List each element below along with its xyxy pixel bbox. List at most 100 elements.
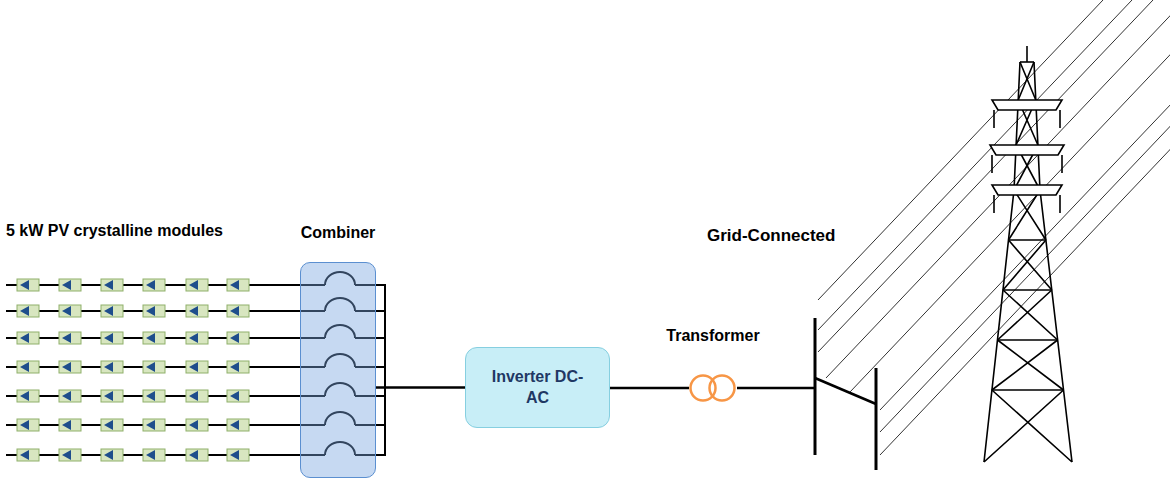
transmission-lines bbox=[818, 0, 1170, 455]
pv-module bbox=[17, 279, 39, 291]
diode-arrow bbox=[20, 280, 29, 290]
pv-module bbox=[227, 305, 249, 317]
pv-module bbox=[59, 279, 81, 291]
diode-arrow bbox=[189, 306, 198, 316]
pv-module bbox=[143, 361, 165, 373]
diode-arrow bbox=[62, 450, 71, 460]
diode-arrow bbox=[230, 391, 239, 401]
pv-module bbox=[227, 449, 249, 461]
diode-arrow bbox=[146, 420, 155, 430]
pv-module bbox=[186, 449, 208, 461]
power-wire bbox=[610, 387, 689, 390]
diode-arrow bbox=[189, 333, 198, 343]
caption-label: 5 kW PV crystalline modules bbox=[6, 222, 223, 240]
diode-arrow bbox=[146, 280, 155, 290]
pv-module bbox=[59, 419, 81, 431]
pv-module bbox=[143, 449, 165, 461]
pv-module bbox=[143, 279, 165, 291]
pv-module bbox=[186, 390, 208, 402]
pv-module bbox=[227, 419, 249, 431]
diode-arrow bbox=[20, 362, 29, 372]
pv-module bbox=[101, 419, 123, 431]
diode-arrow bbox=[189, 391, 198, 401]
pv-module bbox=[186, 361, 208, 373]
pv-module bbox=[59, 361, 81, 373]
diode-arrow bbox=[20, 450, 29, 460]
node-text: Inverter DC-AC bbox=[488, 367, 588, 409]
pv-module bbox=[227, 390, 249, 402]
diode-arrow bbox=[20, 333, 29, 343]
pv-module bbox=[101, 332, 123, 344]
diode-arrow bbox=[104, 306, 113, 316]
pv-module bbox=[17, 305, 39, 317]
diode-arrow bbox=[104, 391, 113, 401]
diode-arrow bbox=[146, 450, 155, 460]
pv-module bbox=[59, 332, 81, 344]
pv-module bbox=[101, 305, 123, 317]
pv-module bbox=[186, 332, 208, 344]
transformer-symbol: Transformer bbox=[689, 374, 737, 402]
node-heading: Transformer bbox=[666, 327, 759, 345]
dc-bus bbox=[384, 284, 386, 456]
diode-arrow bbox=[230, 362, 239, 372]
diode-arrow bbox=[189, 362, 198, 372]
diode-arrow bbox=[104, 280, 113, 290]
diode-arrow bbox=[104, 362, 113, 372]
diode-arrow bbox=[230, 333, 239, 343]
pv-module bbox=[227, 279, 249, 291]
diode-arrow bbox=[62, 333, 71, 343]
pv-module bbox=[59, 449, 81, 461]
pv-module bbox=[143, 390, 165, 402]
diode-arrow bbox=[146, 333, 155, 343]
pv-module bbox=[17, 361, 39, 373]
pv-module bbox=[186, 279, 208, 291]
diode-arrow bbox=[62, 362, 71, 372]
diode-arrow bbox=[62, 391, 71, 401]
pv-module bbox=[101, 449, 123, 461]
diode-arrow bbox=[62, 420, 71, 430]
power-wire bbox=[376, 386, 465, 389]
diode-arrow bbox=[104, 450, 113, 460]
diode-arrow bbox=[20, 391, 29, 401]
diode-arrow bbox=[146, 391, 155, 401]
diode-arrow bbox=[230, 420, 239, 430]
pv-module bbox=[17, 419, 39, 431]
pv-module bbox=[17, 449, 39, 461]
diode-arrow bbox=[146, 362, 155, 372]
diode-arrow bbox=[189, 420, 198, 430]
diode-arrow bbox=[104, 420, 113, 430]
node-heading: Combiner bbox=[301, 224, 376, 242]
diode-arrow bbox=[230, 306, 239, 316]
diode-arrow bbox=[62, 280, 71, 290]
diode-arrow bbox=[230, 280, 239, 290]
pv-module bbox=[186, 419, 208, 431]
pv-module bbox=[143, 332, 165, 344]
diode-arrow bbox=[230, 450, 239, 460]
pv-module bbox=[227, 332, 249, 344]
pv-module bbox=[101, 361, 123, 373]
transformer-coils bbox=[689, 374, 737, 402]
transmission-tower bbox=[984, 46, 1072, 462]
pv-module bbox=[59, 390, 81, 402]
pv-module bbox=[59, 305, 81, 317]
inverter-box: Inverter DC-AC bbox=[465, 347, 610, 428]
pv-module bbox=[143, 305, 165, 317]
diode-arrow bbox=[104, 333, 113, 343]
ac-wire bbox=[737, 387, 815, 390]
pv-module bbox=[17, 332, 39, 344]
pv-module bbox=[143, 419, 165, 431]
pv-module bbox=[101, 390, 123, 402]
grid-busbar bbox=[815, 318, 876, 470]
combiner-box: Combiner bbox=[300, 262, 376, 478]
diode-arrow bbox=[189, 450, 198, 460]
pv-module bbox=[227, 361, 249, 373]
diode-arrow bbox=[189, 280, 198, 290]
pv-module bbox=[17, 390, 39, 402]
pv-module bbox=[101, 279, 123, 291]
diode-arrow bbox=[146, 306, 155, 316]
diode-arrow bbox=[20, 306, 29, 316]
pv-module bbox=[186, 305, 208, 317]
caption-label: Grid-Connected bbox=[707, 226, 835, 246]
diode-arrow bbox=[20, 420, 29, 430]
